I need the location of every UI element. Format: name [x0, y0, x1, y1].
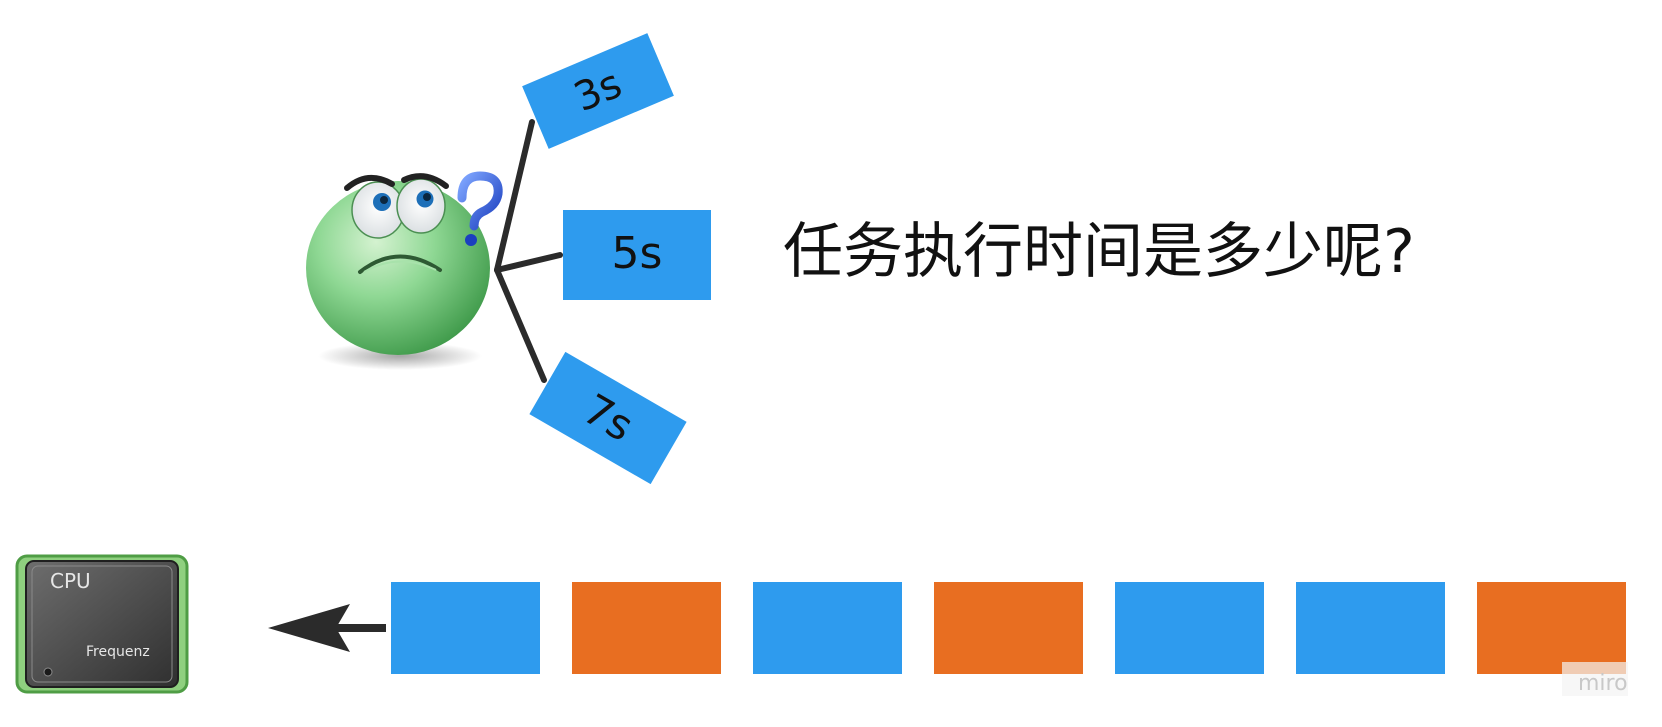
arrow-left-icon: [268, 604, 386, 652]
confused-face-icon: [306, 173, 490, 370]
queue-task: [1115, 582, 1264, 674]
duration-box-7s: 7s: [529, 351, 687, 485]
watermark: miro: [1562, 662, 1628, 696]
duration-label: 5s: [612, 228, 663, 279]
cpu-sublabel: Frequenz: [86, 644, 150, 660]
question-mark-icon: [457, 171, 503, 246]
cpu-chip-icon: CPU Frequenz: [15, 554, 189, 694]
queue-task: [391, 582, 540, 674]
svg-text:miro: miro: [1578, 671, 1628, 696]
task-queue: [391, 582, 1626, 674]
cpu-label: CPU: [50, 569, 91, 593]
queue-task: [572, 582, 721, 674]
duration-box-5s: 5s: [563, 210, 711, 300]
duration-box-3s: 3s: [522, 33, 674, 149]
queue-task: [1477, 582, 1626, 674]
queue-task: [753, 582, 902, 674]
branch-connector: [494, 119, 563, 383]
queue-task: [1296, 582, 1445, 674]
question-text: 任务执行时间是多少呢?: [783, 217, 1415, 287]
queue-task: [934, 582, 1083, 674]
